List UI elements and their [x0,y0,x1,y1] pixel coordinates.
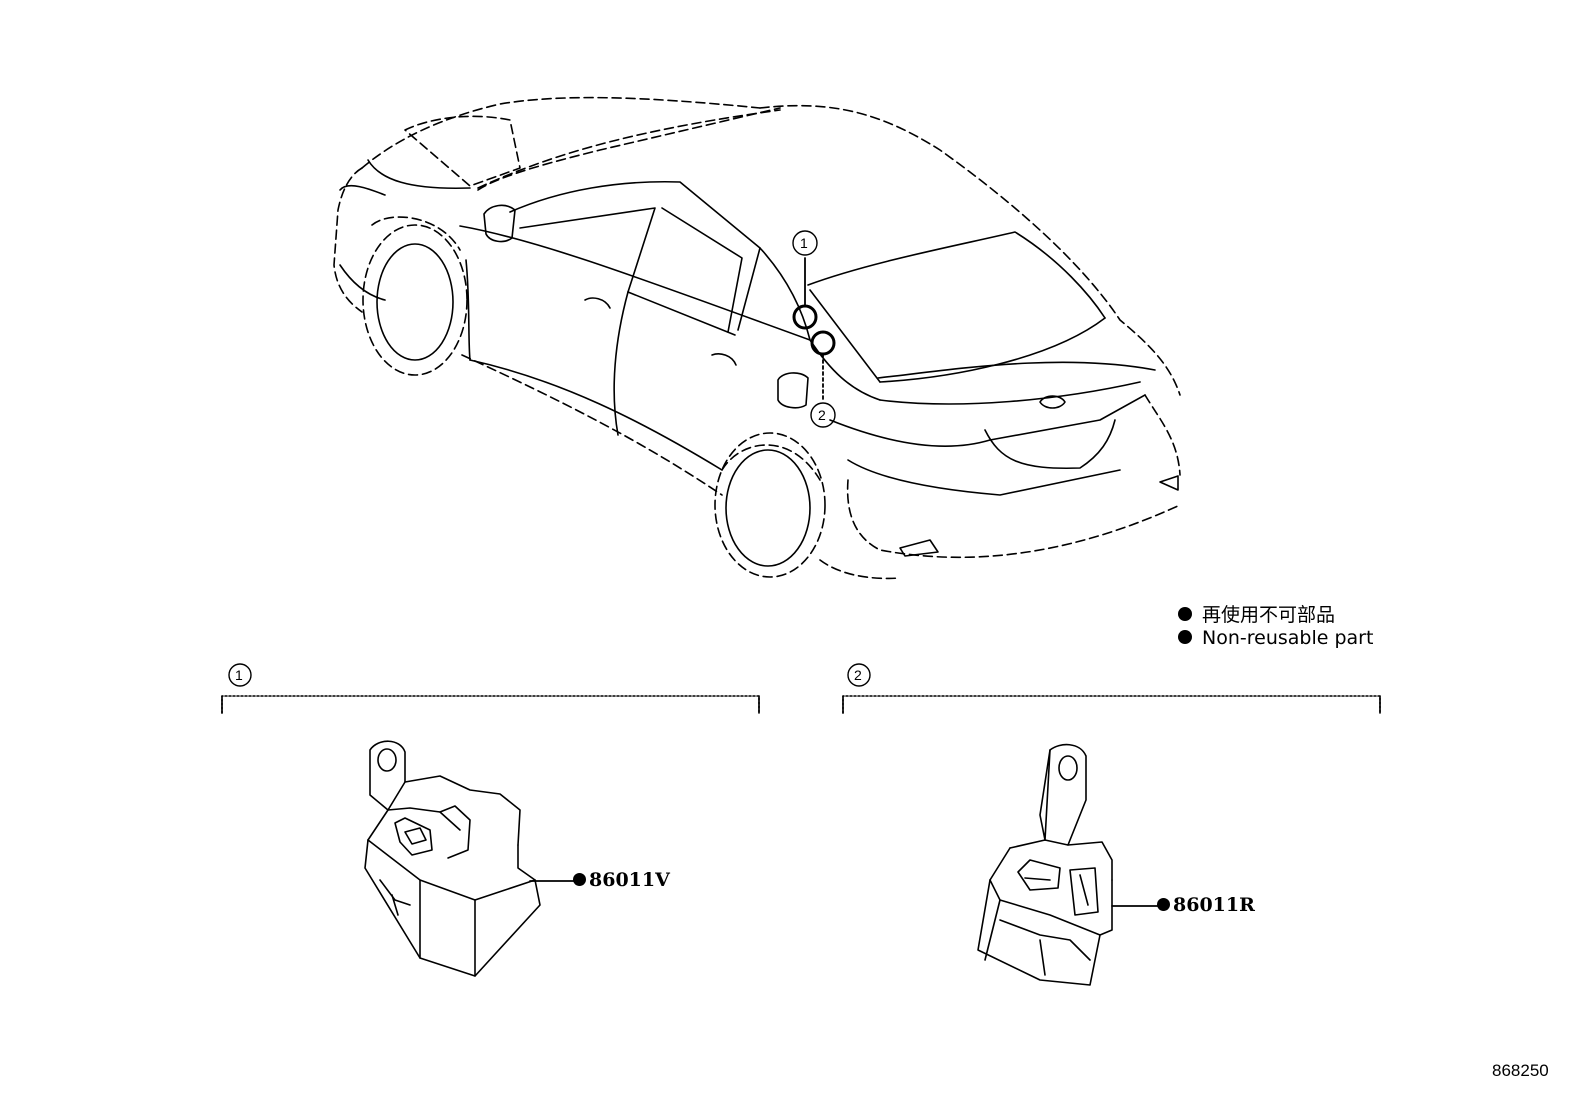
section-circle-1 [228,663,252,687]
callout-circle-2 [810,402,836,428]
legend-japanese: 再使用不可部品 [1178,600,1335,627]
part-number-text: 86011R [1173,894,1255,916]
section-circle-2 [847,663,871,687]
non-reusable-dot-icon [1157,897,1170,911]
callout-label-1: 1 [800,235,808,251]
legend-english-text: Non-reusable part [1202,627,1374,649]
part-86011R-illustration [977,743,1113,986]
location-marker-2 [810,330,836,356]
part-number-text: 86011V [589,869,670,891]
callout-label-2: 2 [818,407,826,423]
part-86011V-illustration [364,740,541,977]
legend-japanese-text: 再使用不可部品 [1202,604,1336,626]
non-reusable-dot-icon [1178,606,1192,621]
figure-number: 868250 [1492,1061,1549,1080]
part-number-86011V[interactable]: 86011V [573,869,670,891]
callout-circle-1 [792,230,818,256]
section-label-2: 2 [854,667,862,683]
non-reusable-dot-icon [1178,629,1192,644]
non-reusable-dot-icon [573,872,586,886]
section-label-1: 1 [235,667,243,683]
car-illustration [333,96,1181,580]
legend-english: Non-reusable part [1178,627,1373,649]
part-number-86011R[interactable]: 86011R [1157,894,1255,916]
